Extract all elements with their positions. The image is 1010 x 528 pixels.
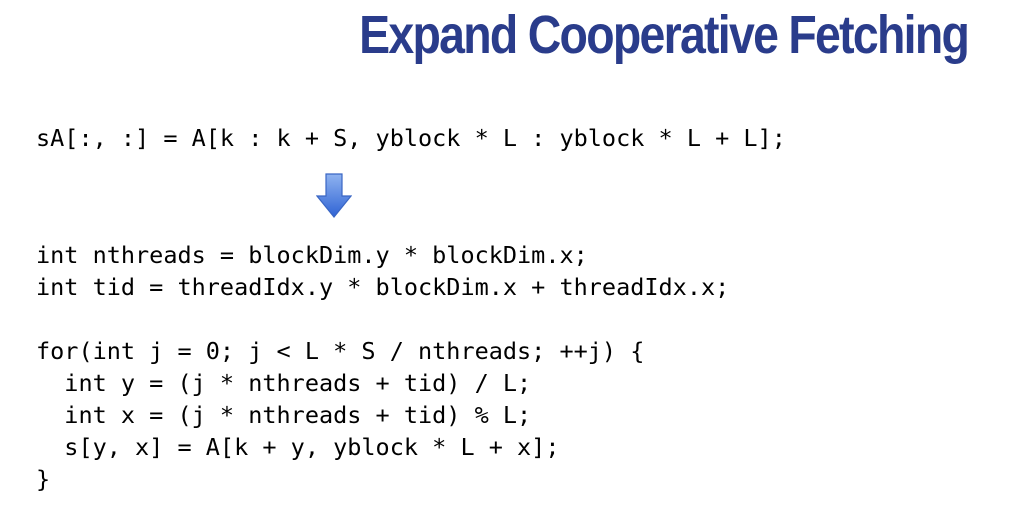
slide-title: Expand Cooperative Fetching [359,5,970,65]
code-line: int y = (j * nthreads + tid) / L; [36,369,532,397]
code-line: int tid = threadIdx.y * blockDim.x + thr… [36,273,730,301]
expanded-code-block: int nthreads = blockDim.y * blockDim.x; … [36,239,729,495]
code-line: } [36,465,51,493]
down-arrow-icon [316,173,352,218]
code-line: int x = (j * nthreads + tid) % L; [36,401,532,429]
code-line: s[y, x] = A[k + y, yblock * L + x]; [36,433,560,461]
original-code-line: sA[:, :] = A[k : k + S, yblock * L : ybl… [36,124,786,152]
code-line [36,303,729,335]
code-line: int nthreads = blockDim.y * blockDim.x; [36,241,588,269]
code-line: for(int j = 0; j < L * S / nthreads; ++j… [36,337,645,365]
